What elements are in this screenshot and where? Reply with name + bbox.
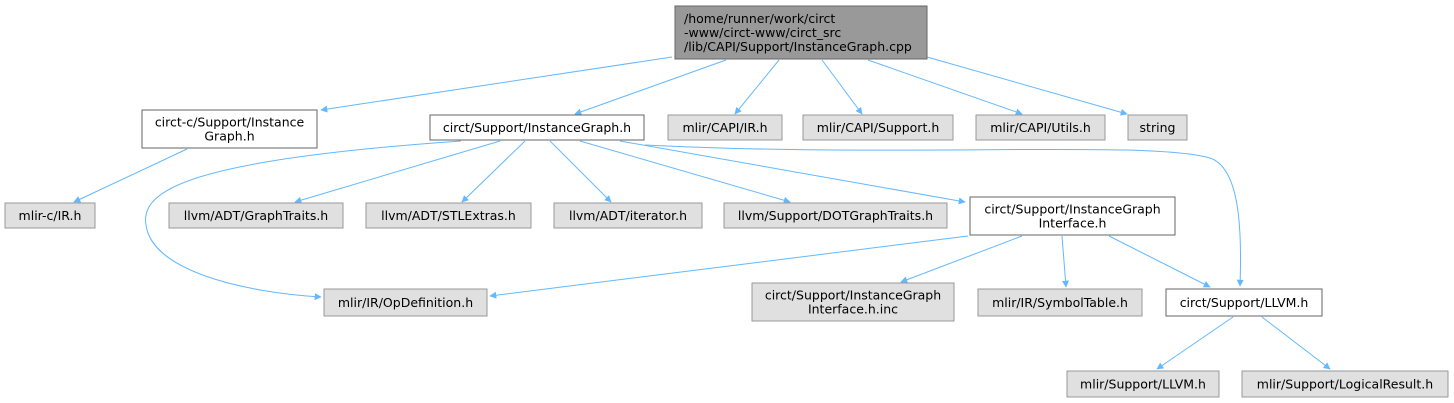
- node-mlir-capi-ir-h: mlir/CAPI/IR.h: [667, 114, 783, 141]
- edge-support_instancegraph_h-to-circt_support_llvm_h: [644, 144, 1244, 287]
- edge-capi_instancegraph_h-to-mlir_c_ir_h: [73, 148, 188, 203]
- node-box: [1241, 370, 1449, 398]
- node-box: [802, 114, 954, 141]
- edges-layer: [73, 56, 1331, 370]
- node-box: [969, 196, 1176, 236]
- edge-root-to-capi_instancegraph_h: [320, 56, 673, 113]
- node-label-line: /home/runner/work/circt: [684, 11, 835, 26]
- node-box: [751, 282, 955, 322]
- node-llvm-iterator-h: llvm/ADT/iterator.h: [553, 202, 703, 229]
- node-label-line: /lib/CAPI/Support/InstanceGraph.cpp: [684, 39, 912, 54]
- node-label-line: circt/Support/InstanceGraph: [765, 288, 941, 303]
- node-box: [1127, 114, 1188, 141]
- node-support-instancegraph-h[interactable]: circt/Support/InstanceGraph.h: [429, 114, 645, 141]
- node-box: [1066, 370, 1220, 398]
- nodes-layer: /home/runner/work/circt-www/circt-www/ci…: [4, 5, 1449, 398]
- edge-circt_support_llvm_h-to-mlir_support_llvm_h: [1156, 316, 1234, 370]
- edge-instancegraph_interface_h-to-mlir_opdefinition_h: [489, 235, 969, 299]
- edge-support_instancegraph_h-to-llvm_graphtraits_h: [294, 140, 501, 204]
- node-label-line: string: [1140, 120, 1176, 135]
- node-mlir-c-ir-h: mlir-c/IR.h: [4, 202, 96, 229]
- edge-support_instancegraph_h-to-instancegraph_interface_h: [619, 140, 966, 205]
- node-label-line: Interface.h: [1039, 216, 1107, 231]
- edge-instancegraph_interface_h-to-circt_support_llvm_h: [1108, 235, 1211, 288]
- node-mlir-opdefinition-h: mlir/IR/OpDefinition.h: [323, 288, 488, 317]
- edge-support_instancegraph_h-to-llvm_stlextras_h: [461, 140, 526, 203]
- node-llvm-graphtraits-h: llvm/ADT/GraphTraits.h: [168, 202, 344, 229]
- node-capi-instancegraph-h[interactable]: circt-c/Support/InstanceGraph.h: [141, 109, 318, 149]
- node-box: [667, 114, 783, 141]
- node-box: [1165, 288, 1323, 317]
- edge-support_instancegraph_h-to-llvm_dotgraphtraits_h: [579, 140, 791, 204]
- edge-root-to-mlir_capi_utils_h: [867, 59, 1023, 116]
- node-label-line: llvm/ADT/STLExtras.h: [381, 208, 516, 223]
- node-llvm-stlextras-h: llvm/ADT/STLExtras.h: [365, 202, 532, 229]
- node-label-line: circt/Support/InstanceGraph: [984, 202, 1160, 217]
- edge-root-to-support_instancegraph_h: [574, 59, 727, 116]
- node-label-line: mlir/CAPI/IR.h: [682, 120, 767, 135]
- node-box: [723, 202, 948, 229]
- node-label-line: Graph.h: [204, 129, 254, 144]
- node-circt-support-llvm-h[interactable]: circt/Support/LLVM.h: [1165, 288, 1323, 317]
- node-llvm-dotgraphtraits-h: llvm/Support/DOTGraphTraits.h: [723, 202, 948, 229]
- node-box: [4, 202, 96, 229]
- node-label-line: mlir/CAPI/Support.h: [817, 120, 940, 135]
- node-box: [975, 114, 1106, 141]
- node-label-line: llvm/ADT/GraphTraits.h: [184, 208, 328, 223]
- node-label-line: llvm/Support/DOTGraphTraits.h: [738, 208, 933, 223]
- edge-circt_support_llvm_h-to-mlir_logicalresult_h: [1261, 316, 1331, 370]
- edge-root-to-string: [926, 56, 1128, 116]
- node-label-line: llvm/ADT/iterator.h: [569, 208, 687, 223]
- node-mlir-capi-support-h: mlir/CAPI/Support.h: [802, 114, 954, 141]
- node-label-line: mlir/IR/OpDefinition.h: [338, 295, 473, 310]
- node-mlir-capi-utils-h: mlir/CAPI/Utils.h: [975, 114, 1106, 141]
- node-label-line: mlir-c/IR.h: [19, 208, 82, 223]
- node-label-line: -www/circt-www/circt_src: [684, 25, 841, 40]
- node-box: [553, 202, 703, 229]
- node-box: [674, 5, 928, 60]
- node-label-line: mlir/Support/LogicalResult.h: [1257, 377, 1433, 392]
- node-root: /home/runner/work/circt-www/circt-www/ci…: [674, 5, 928, 60]
- node-label-line: circt/Support/InstanceGraph.h: [443, 120, 631, 135]
- node-box: [429, 114, 645, 141]
- node-label-line: mlir/IR/SymbolTable.h: [992, 295, 1128, 310]
- node-mlir-logicalresult-h: mlir/Support/LogicalResult.h: [1241, 370, 1449, 398]
- node-box: [141, 109, 318, 149]
- edge-root-to-mlir_capi_support_h: [821, 59, 863, 115]
- node-box: [323, 288, 488, 317]
- node-mlir-support-llvm-h: mlir/Support/LLVM.h: [1066, 370, 1220, 398]
- edge-instancegraph_interface_h-to-mlir_symboltable_h: [1061, 235, 1069, 288]
- node-box: [977, 288, 1143, 317]
- edge-root-to-mlir_capi_ir_h: [734, 59, 780, 115]
- node-string: string: [1127, 114, 1188, 141]
- node-label-line: circt/Support/LLVM.h: [1180, 295, 1309, 310]
- node-instancegraph-interface-inc: circt/Support/InstanceGraphInterface.h.i…: [751, 282, 955, 322]
- edge-support_instancegraph_h-to-llvm_iterator_h: [549, 140, 612, 203]
- node-label-line: mlir/Support/LLVM.h: [1080, 377, 1206, 392]
- node-label-line: Interface.h.inc: [808, 302, 898, 317]
- edge-support_instancegraph_h-to-mlir_opdefinition_h: [145, 140, 462, 301]
- node-mlir-symboltable-h: mlir/IR/SymbolTable.h: [977, 288, 1143, 317]
- node-box: [168, 202, 344, 229]
- node-label-line: circt-c/Support/Instance: [155, 115, 305, 130]
- node-box: [365, 202, 532, 229]
- node-label-line: mlir/CAPI/Utils.h: [990, 120, 1091, 135]
- edge-instancegraph_interface_h-to-instancegraph_interface_inc: [900, 235, 1023, 284]
